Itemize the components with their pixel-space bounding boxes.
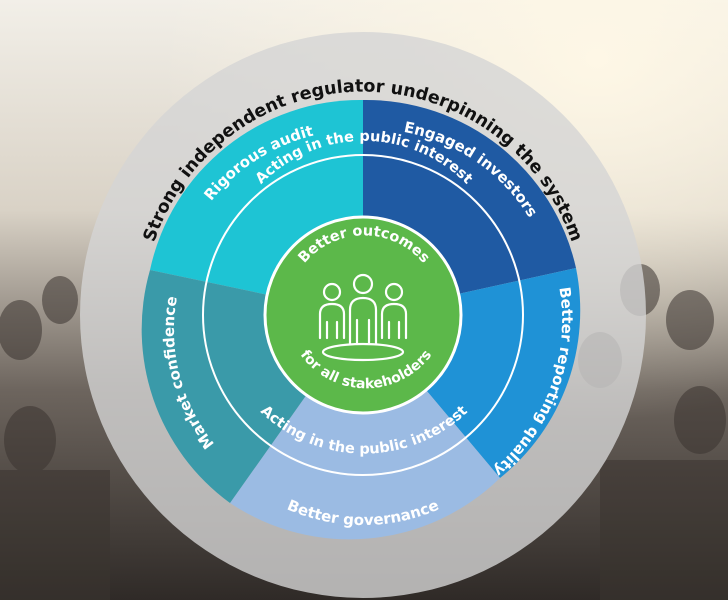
center-circle xyxy=(263,215,463,415)
segment-better-governance xyxy=(230,315,500,540)
people-group-icon xyxy=(318,273,408,362)
inner-ring-divider xyxy=(202,154,524,476)
